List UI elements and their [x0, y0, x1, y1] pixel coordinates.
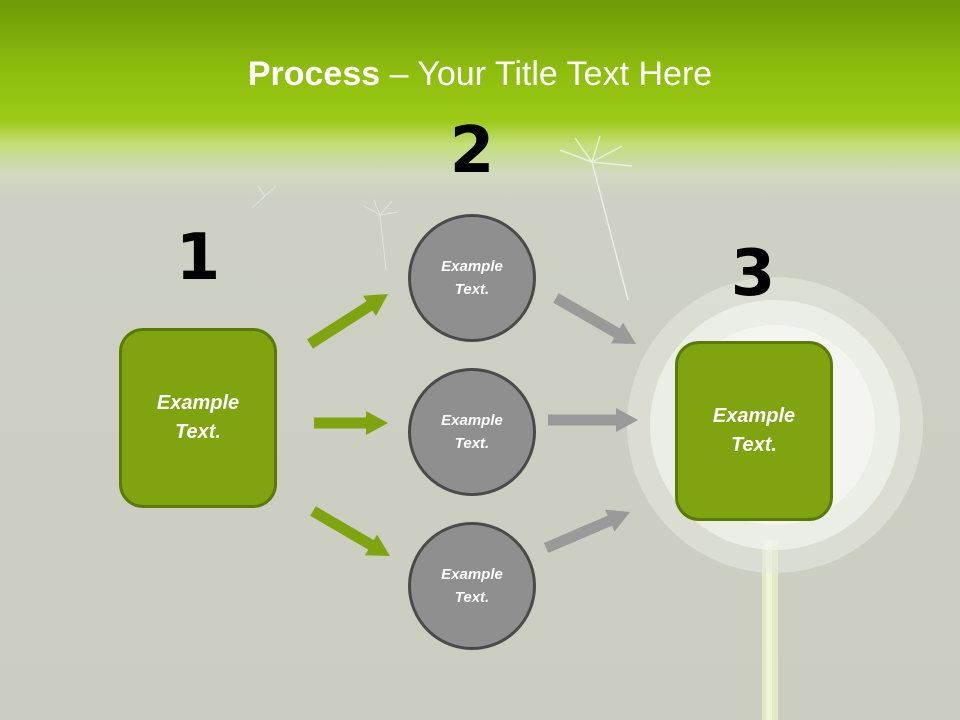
- arrow-circle2-to-step3: [548, 408, 638, 432]
- floating-seed: [559, 135, 633, 301]
- step-2-circle-1-label: Example Text.: [441, 258, 503, 298]
- step-2-circle-2-label: Example Text.: [441, 412, 503, 452]
- slide-title: Process – Your Title Text Here: [0, 52, 960, 96]
- step-1-label: Example Text.: [156, 392, 240, 443]
- arrow-circle1-to-step3: [553, 293, 636, 344]
- step-2-circle-1: Example Text.: [408, 214, 536, 342]
- step-2-circle-3: Example Text.: [408, 522, 536, 650]
- step-2-circle-2: Example Text.: [408, 368, 536, 496]
- arrow-circle3-to-step3: [543, 509, 630, 554]
- title-rest: – Your Title Text Here: [380, 55, 713, 93]
- arrow-step1-to-circle3: [310, 506, 391, 557]
- dandelion-stem: [762, 540, 778, 720]
- step-2-circle-3-label: Example Text.: [441, 566, 503, 606]
- step-2-number: 2: [449, 114, 495, 188]
- step-1-number: 1: [175, 221, 221, 295]
- step-3-box: Example Text.: [675, 341, 833, 521]
- step-1-box: Example Text.: [119, 328, 277, 508]
- step-3-number: 3: [730, 237, 776, 311]
- step-3-label: Example Text.: [712, 405, 796, 456]
- arrow-step1-to-circle1: [307, 294, 389, 349]
- title-bold: Process: [247, 55, 381, 93]
- arrow-step1-to-circle2: [314, 411, 388, 435]
- floating-seed: [251, 185, 399, 271]
